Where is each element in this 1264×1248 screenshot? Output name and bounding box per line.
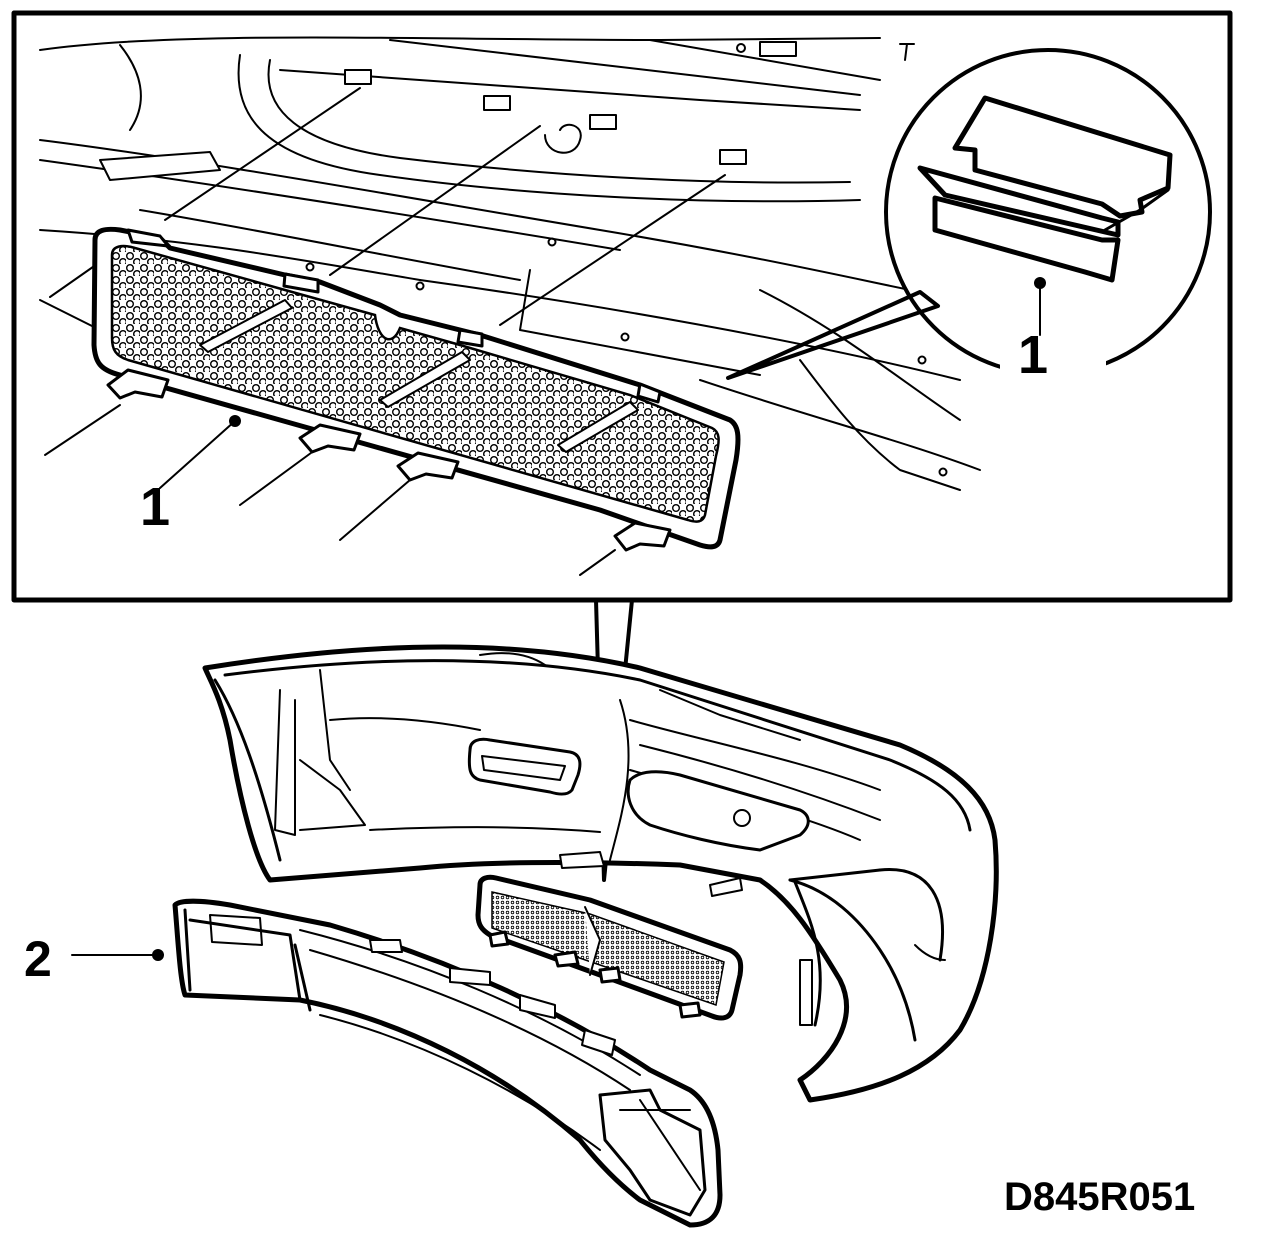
magnifier-pointer	[726, 290, 940, 380]
absorber-callout-label: 2	[24, 931, 52, 987]
energy-absorber-part-2	[172, 898, 723, 1228]
grille-callout-label: 1	[140, 477, 170, 537]
absorber-leader-dot	[152, 949, 164, 961]
clip-callout-label: 1	[1018, 325, 1048, 385]
figure-reference-code: D845R051	[1004, 1175, 1195, 1219]
grille-part-1	[91, 226, 741, 552]
bumper-cover	[202, 644, 999, 1103]
magnifier-label-gap	[1000, 335, 1106, 385]
bumper-assembly: 2	[24, 644, 999, 1228]
clip-magnifier: 1	[726, 48, 1212, 385]
grille-installed	[475, 874, 744, 1021]
grille-leader-dot	[229, 415, 241, 427]
clip-leader-dot	[1034, 277, 1046, 289]
detail-inset: 1 1	[11, 10, 1233, 603]
grille-leader-line	[159, 420, 236, 489]
